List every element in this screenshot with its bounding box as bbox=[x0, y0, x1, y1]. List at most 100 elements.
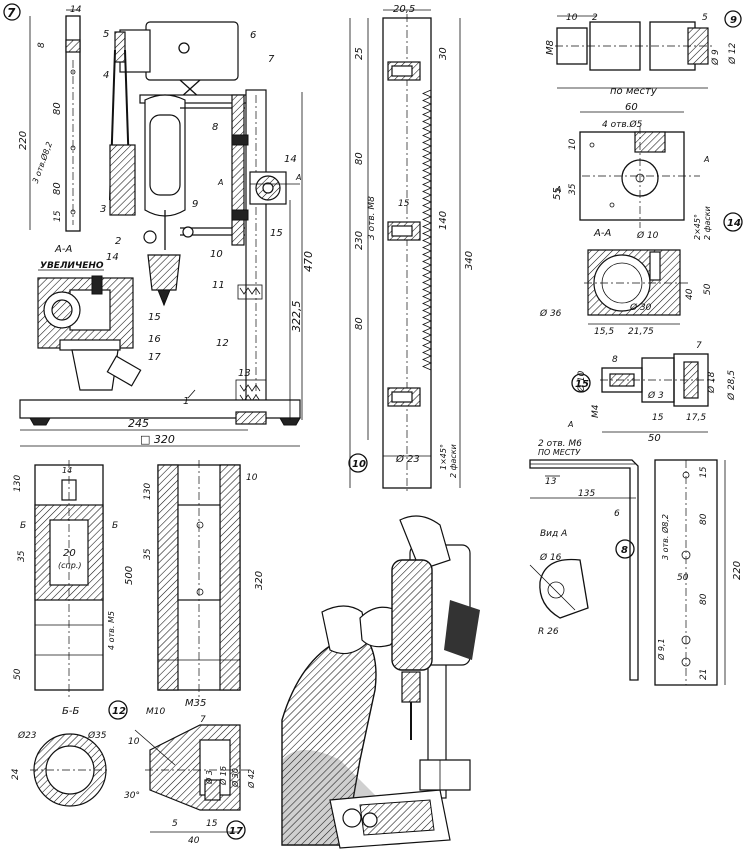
svg-text:500: 500 bbox=[124, 566, 135, 585]
svg-text:40: 40 bbox=[188, 836, 200, 846]
svg-text:322,5: 322,5 bbox=[290, 301, 303, 333]
svg-text:50: 50 bbox=[13, 668, 23, 680]
svg-text:7: 7 bbox=[696, 341, 702, 351]
svg-text:13: 13 bbox=[238, 368, 251, 379]
svg-text:Ø 9,1: Ø 9,1 bbox=[656, 638, 666, 661]
svg-text:13: 13 bbox=[545, 477, 557, 487]
bracket-strip bbox=[65, 15, 81, 232]
svg-text:5: 5 bbox=[172, 819, 178, 829]
svg-text:11: 11 bbox=[212, 280, 225, 291]
bracket-angle bbox=[529, 459, 639, 681]
svg-text:9: 9 bbox=[730, 15, 737, 26]
svg-text:2 фаски: 2 фаски bbox=[703, 206, 712, 240]
part-12-tube: 130 35 50 14 20 (спр.) 4 отв. M5 Б Б Б-Б… bbox=[11, 460, 265, 807]
svg-text:Вид А: Вид А bbox=[540, 529, 567, 539]
svg-text:4 отв. M5: 4 отв. M5 bbox=[107, 611, 116, 650]
svg-text:10: 10 bbox=[128, 737, 140, 747]
part-9-sleeve: 10 2 5 M8 Ø 9 Ø 12 по месту 9 bbox=[545, 10, 742, 97]
svg-text:340: 340 bbox=[464, 251, 475, 270]
svg-text:50: 50 bbox=[677, 573, 689, 583]
usage-illustration bbox=[281, 515, 480, 849]
svg-text:M35: M35 bbox=[185, 698, 206, 709]
svg-text:14: 14 bbox=[62, 466, 72, 475]
svg-text:Ø 16: Ø 16 bbox=[218, 766, 228, 786]
rack bbox=[231, 94, 245, 246]
svg-text:220: 220 bbox=[18, 131, 29, 150]
svg-text:14: 14 bbox=[727, 218, 741, 229]
svg-text:24: 24 bbox=[11, 768, 21, 780]
svg-text:3 отв. M8: 3 отв. M8 bbox=[367, 196, 377, 240]
svg-text:17,5: 17,5 bbox=[686, 413, 706, 423]
part-8-bracket: А 2 отв. M6 ПО МЕСТУ 13 135 6 15 80 80 2… bbox=[529, 420, 743, 686]
pulley bbox=[109, 144, 136, 216]
svg-text:2: 2 bbox=[115, 236, 121, 247]
view-a-shape bbox=[539, 558, 589, 619]
svg-text:Ø 30: Ø 30 bbox=[230, 768, 240, 788]
svg-text:Ø 10: Ø 10 bbox=[576, 370, 587, 393]
svg-text:50: 50 bbox=[648, 433, 661, 444]
svg-text:320: 320 bbox=[254, 571, 265, 590]
svg-text:Ø 3: Ø 3 bbox=[647, 390, 664, 401]
svg-text:25: 25 bbox=[354, 47, 365, 60]
part-17-nozzle: M10 10 7 30° Ø 3 Ø 16 Ø 30 Ø 42 5 15 40 … bbox=[124, 707, 256, 846]
svg-text:10: 10 bbox=[210, 249, 223, 260]
svg-text:M10: M10 bbox=[146, 707, 165, 717]
svg-text:80: 80 bbox=[699, 513, 709, 525]
svg-text:15: 15 bbox=[206, 819, 218, 829]
svg-text:135: 135 bbox=[578, 489, 595, 499]
svg-text:А: А bbox=[567, 420, 573, 429]
svg-text:130: 130 bbox=[13, 475, 23, 492]
svg-text:10: 10 bbox=[568, 138, 578, 150]
svg-text:А: А bbox=[703, 155, 709, 164]
svg-text:Ø 10: Ø 10 bbox=[636, 230, 659, 241]
svg-text:2 фаски: 2 фаски bbox=[449, 444, 458, 478]
svg-text:5: 5 bbox=[103, 29, 109, 40]
svg-text:245: 245 bbox=[128, 417, 149, 430]
svg-text:140: 140 bbox=[438, 211, 449, 230]
svg-text:M8: M8 bbox=[545, 40, 556, 55]
svg-text:40: 40 bbox=[685, 288, 695, 300]
figure-number: 7 bbox=[7, 6, 16, 20]
svg-text:80: 80 bbox=[699, 593, 709, 605]
svg-text:35: 35 bbox=[17, 550, 27, 562]
svg-text:8: 8 bbox=[612, 355, 618, 365]
svg-text:6: 6 bbox=[614, 509, 620, 519]
svg-text:80: 80 bbox=[354, 152, 365, 165]
svg-text:А: А bbox=[217, 178, 223, 187]
motor bbox=[145, 21, 239, 81]
svg-text:Ø 30: Ø 30 bbox=[629, 302, 652, 313]
svg-text:R 26: R 26 bbox=[538, 627, 559, 637]
svg-text:35: 35 bbox=[568, 183, 578, 195]
svg-text:2: 2 bbox=[592, 13, 598, 23]
svg-text:8: 8 bbox=[621, 545, 628, 556]
svg-text:55: 55 bbox=[552, 187, 563, 200]
svg-text:ПО МЕСТУ: ПО МЕСТУ bbox=[538, 448, 581, 457]
svg-text:470: 470 bbox=[302, 251, 315, 272]
main-assembly: 7 14 220 8 80 80 15 3 отв.Ø8,2 bbox=[3, 3, 315, 447]
svg-text:80: 80 bbox=[354, 317, 365, 330]
svg-text:15: 15 bbox=[575, 379, 589, 390]
svg-text:3 отв.Ø8,2: 3 отв.Ø8,2 bbox=[30, 140, 54, 184]
illus-head bbox=[391, 559, 433, 671]
svg-text:15: 15 bbox=[699, 466, 709, 478]
svg-text:30: 30 bbox=[438, 47, 449, 60]
svg-text:4: 4 bbox=[103, 70, 109, 81]
svg-text:□ 320: □ 320 bbox=[140, 433, 175, 446]
svg-text:220: 220 bbox=[732, 561, 743, 580]
svg-text:Б: Б bbox=[20, 521, 26, 531]
svg-text:Ø 36: Ø 36 bbox=[539, 308, 562, 319]
svg-text:21: 21 bbox=[699, 669, 709, 680]
svg-text:12: 12 bbox=[216, 338, 229, 349]
section-aa-title: А-А bbox=[54, 244, 72, 255]
svg-text:17: 17 bbox=[229, 826, 243, 837]
svg-text:Ø23: Ø23 bbox=[17, 730, 37, 741]
svg-text:15: 15 bbox=[148, 312, 161, 323]
svg-text:15,5: 15,5 bbox=[594, 327, 614, 337]
svg-text:20,5: 20,5 bbox=[393, 4, 415, 15]
svg-text:1×45°: 1×45° bbox=[439, 444, 448, 470]
svg-text:2×45°: 2×45° bbox=[693, 214, 702, 240]
svg-text:30°: 30° bbox=[124, 791, 140, 801]
svg-text:10: 10 bbox=[352, 459, 366, 470]
svg-text:Ø 3: Ø 3 bbox=[204, 770, 214, 785]
svg-text:14: 14 bbox=[70, 5, 82, 15]
